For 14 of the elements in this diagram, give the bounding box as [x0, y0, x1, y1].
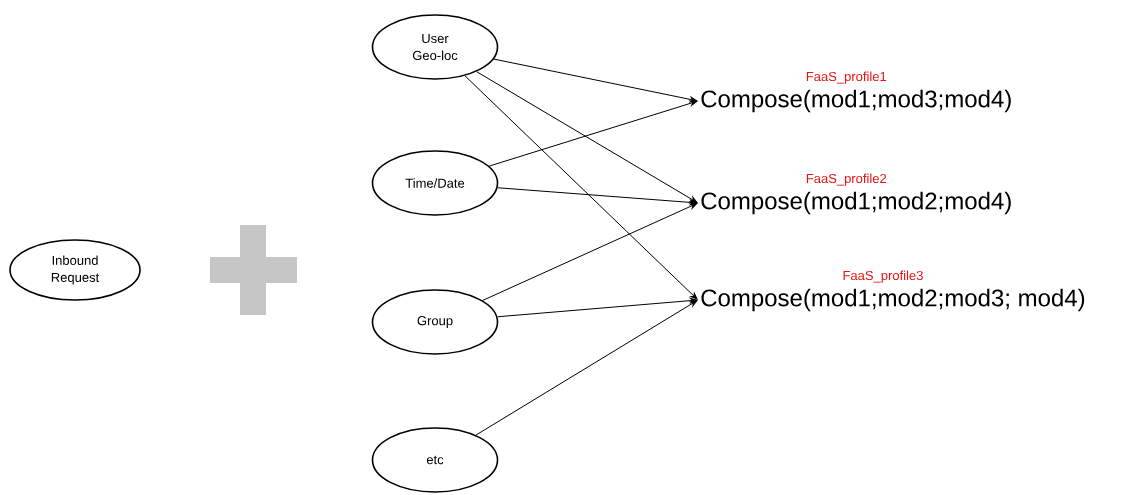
arrow	[482, 203, 698, 301]
arrow	[488, 100, 698, 167]
profile-label: FaaS_profile1	[806, 71, 887, 84]
arrow	[476, 71, 698, 203]
arrow	[464, 75, 698, 300]
arrow	[493, 58, 698, 103]
profile-label: FaaS_profile2	[806, 173, 887, 186]
compose-label: Compose(mod1;mod3;mod4)	[701, 89, 1011, 113]
compose-label: Compose(mod1;mod2;mod4)	[701, 191, 1011, 215]
arrow	[497, 297, 698, 318]
profile-label: FaaS_profile3	[843, 270, 923, 283]
arrow	[475, 300, 698, 436]
arrow	[497, 187, 698, 206]
compose-label: Compose(mod1;mod2;mod3; mod4)	[701, 288, 1085, 312]
